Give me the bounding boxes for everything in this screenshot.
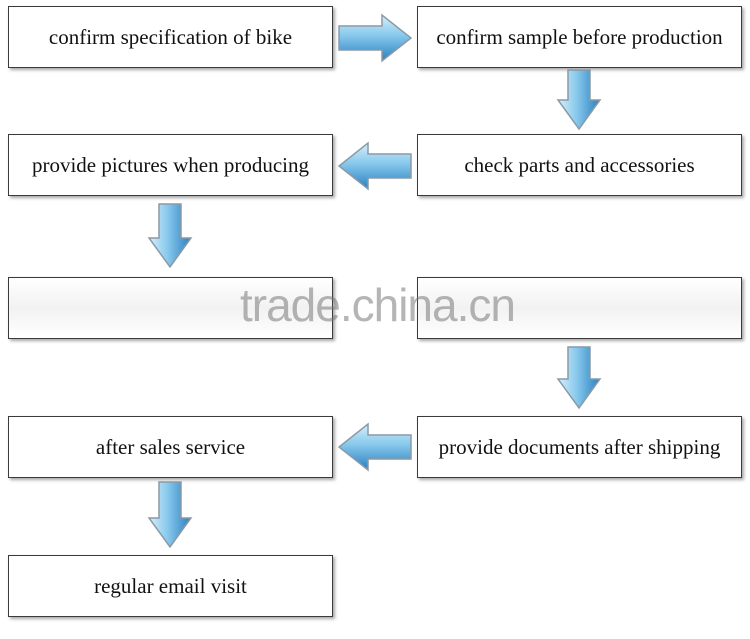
- step-regular-email: regular email visit: [8, 555, 333, 617]
- arrow-down-icon: [556, 69, 602, 131]
- watermark: trade.china.cn: [240, 279, 516, 331]
- step-provide-pictures: provide pictures when producing: [8, 134, 333, 196]
- step-label: provide pictures when producing: [31, 152, 309, 177]
- step-provide-documents: provide documents after shipping: [417, 416, 742, 478]
- step-label: after sales service: [95, 434, 246, 459]
- arrow-right-icon: [338, 13, 413, 63]
- step-label: regular email visit: [94, 573, 247, 598]
- step-obscured-left: [8, 277, 333, 339]
- step-label: confirm sample before production: [436, 24, 723, 49]
- step-confirm-sample: confirm sample before production: [417, 6, 742, 68]
- step-label: check parts and accessories: [464, 152, 695, 177]
- arrow-left-icon: [337, 422, 412, 472]
- step-label: confirm specification of bike: [48, 24, 293, 49]
- arrow-left-icon: [337, 141, 412, 191]
- step-obscured-right: [417, 277, 742, 339]
- arrow-down-icon: [147, 481, 193, 549]
- step-check-parts: check parts and accessories: [417, 134, 742, 196]
- arrow-down-icon: [147, 203, 193, 269]
- step-confirm-specification: confirm specification of bike: [8, 6, 333, 68]
- arrow-down-icon: [556, 346, 602, 410]
- step-label: provide documents after shipping: [438, 434, 721, 459]
- step-after-sales: after sales service: [8, 416, 333, 478]
